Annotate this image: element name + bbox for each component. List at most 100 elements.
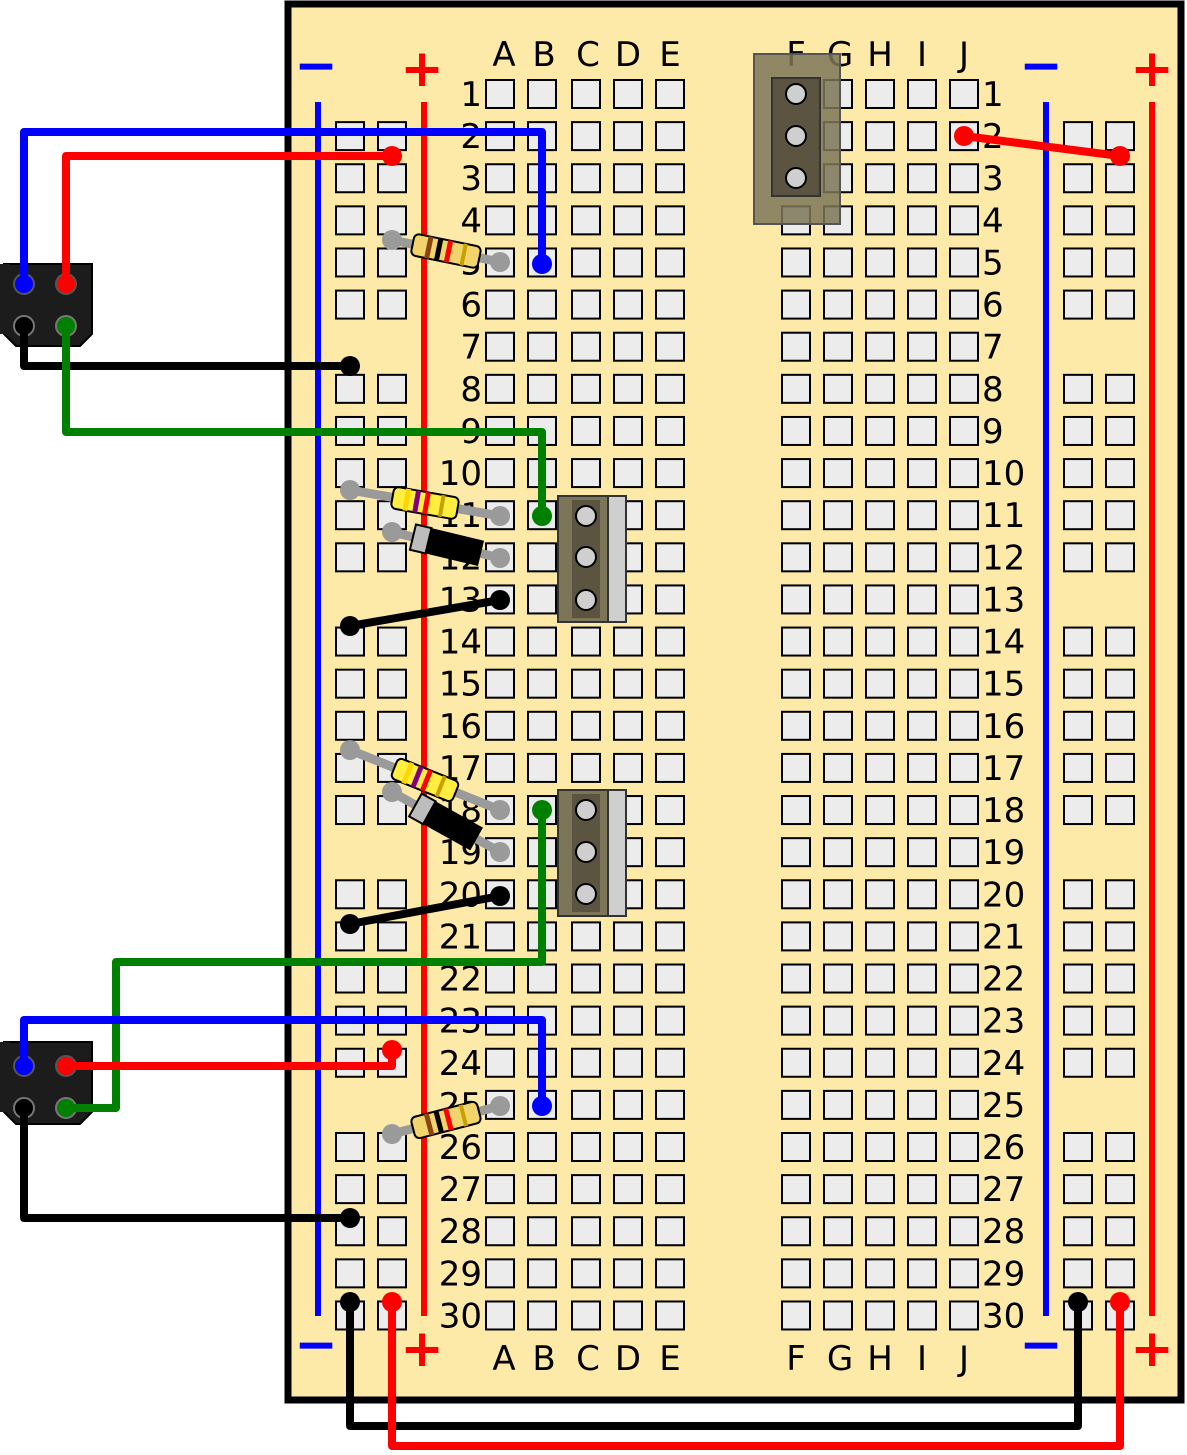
row-number-left: 1 <box>460 75 482 115</box>
rail-hole <box>1105 710 1135 741</box>
rail-hole <box>1105 963 1135 994</box>
rail-hole <box>335 542 365 573</box>
row-number-right: 5 <box>982 243 1004 283</box>
row-number-left: 10 <box>439 454 482 494</box>
hole <box>907 247 937 278</box>
hole <box>907 373 937 404</box>
hole <box>613 921 643 952</box>
hole <box>823 1089 853 1120</box>
row-number-right: 3 <box>982 159 1004 199</box>
hole <box>571 1258 601 1289</box>
row-number-left: 21 <box>439 917 482 957</box>
wire-black-row13 <box>346 596 504 630</box>
rail-hole <box>1105 1174 1135 1205</box>
hole <box>865 1300 895 1331</box>
hole <box>613 1258 643 1289</box>
hole <box>571 458 601 489</box>
hole <box>949 837 979 868</box>
hole <box>485 458 515 489</box>
hole <box>781 415 811 446</box>
hole <box>949 1300 979 1331</box>
rail-hole <box>1063 542 1093 573</box>
hole <box>907 584 937 615</box>
rail-hole <box>1063 1258 1093 1289</box>
resistor-3 <box>340 740 510 820</box>
rail-hole <box>335 247 365 278</box>
column-letter: F <box>786 1339 806 1379</box>
left-plus-sign-bottom: + <box>400 1319 444 1379</box>
hole <box>655 247 685 278</box>
hole <box>781 837 811 868</box>
hole <box>527 584 557 615</box>
hole <box>865 1005 895 1036</box>
column-letter: I <box>917 35 927 75</box>
hole <box>781 1005 811 1036</box>
column-letter: A <box>492 1339 515 1379</box>
hole <box>613 163 643 194</box>
hole <box>823 500 853 531</box>
row-number-right: 4 <box>982 201 1004 241</box>
hole <box>907 1089 937 1120</box>
column-letter: C <box>576 1339 600 1379</box>
hole <box>485 1174 515 1205</box>
hole <box>655 163 685 194</box>
hole <box>949 710 979 741</box>
hole <box>865 247 895 278</box>
column-letter: E <box>659 1339 680 1379</box>
rail-hole <box>335 1258 365 1289</box>
hole <box>655 1089 685 1120</box>
row-number-right: 17 <box>982 749 1025 789</box>
column-letter: J <box>957 35 969 75</box>
rail-hole <box>377 163 407 194</box>
hole <box>571 626 601 657</box>
hole <box>655 458 685 489</box>
rail-hole <box>1063 879 1093 910</box>
hole <box>613 79 643 109</box>
hole <box>907 1258 937 1289</box>
rail-hole <box>1105 121 1135 152</box>
hole <box>949 584 979 615</box>
row-number-left: 29 <box>439 1254 482 1294</box>
rail-hole <box>1105 373 1135 404</box>
hole <box>865 500 895 531</box>
row-number-left: 2 <box>460 117 482 157</box>
hole <box>613 1174 643 1205</box>
rail-hole <box>335 710 365 741</box>
hole <box>527 289 557 320</box>
rail-hole <box>377 1132 407 1162</box>
hole <box>613 289 643 320</box>
diode-1 <box>382 522 510 568</box>
hole <box>949 373 979 404</box>
row-number-left: 3 <box>460 159 482 199</box>
hole <box>865 415 895 446</box>
hole <box>865 963 895 994</box>
rail-hole <box>1105 1132 1135 1162</box>
hole <box>655 1216 685 1247</box>
hole <box>865 373 895 404</box>
hole <box>907 626 937 657</box>
rail-hole <box>1105 247 1135 278</box>
rail-hole <box>377 710 407 741</box>
row-number-right: 11 <box>982 496 1025 536</box>
hole <box>865 331 895 362</box>
connector-3pin-upper <box>557 495 627 623</box>
rail-hole <box>335 500 365 531</box>
rail-hole <box>1063 1132 1093 1162</box>
rail-hole <box>335 373 365 404</box>
hole <box>571 1089 601 1120</box>
row-number-left: 4 <box>460 201 482 241</box>
hole <box>949 500 979 531</box>
hole <box>613 1047 643 1078</box>
hole <box>949 415 979 446</box>
hole <box>907 121 937 152</box>
row-number-left: 26 <box>439 1128 482 1168</box>
hole <box>823 879 853 910</box>
rail-hole <box>1063 710 1093 741</box>
hole <box>823 331 853 362</box>
column-letter: I <box>917 1339 927 1379</box>
hole <box>781 1132 811 1162</box>
hole <box>527 626 557 657</box>
hole <box>527 1132 557 1162</box>
rail-hole <box>1105 415 1135 446</box>
hole <box>781 331 811 362</box>
